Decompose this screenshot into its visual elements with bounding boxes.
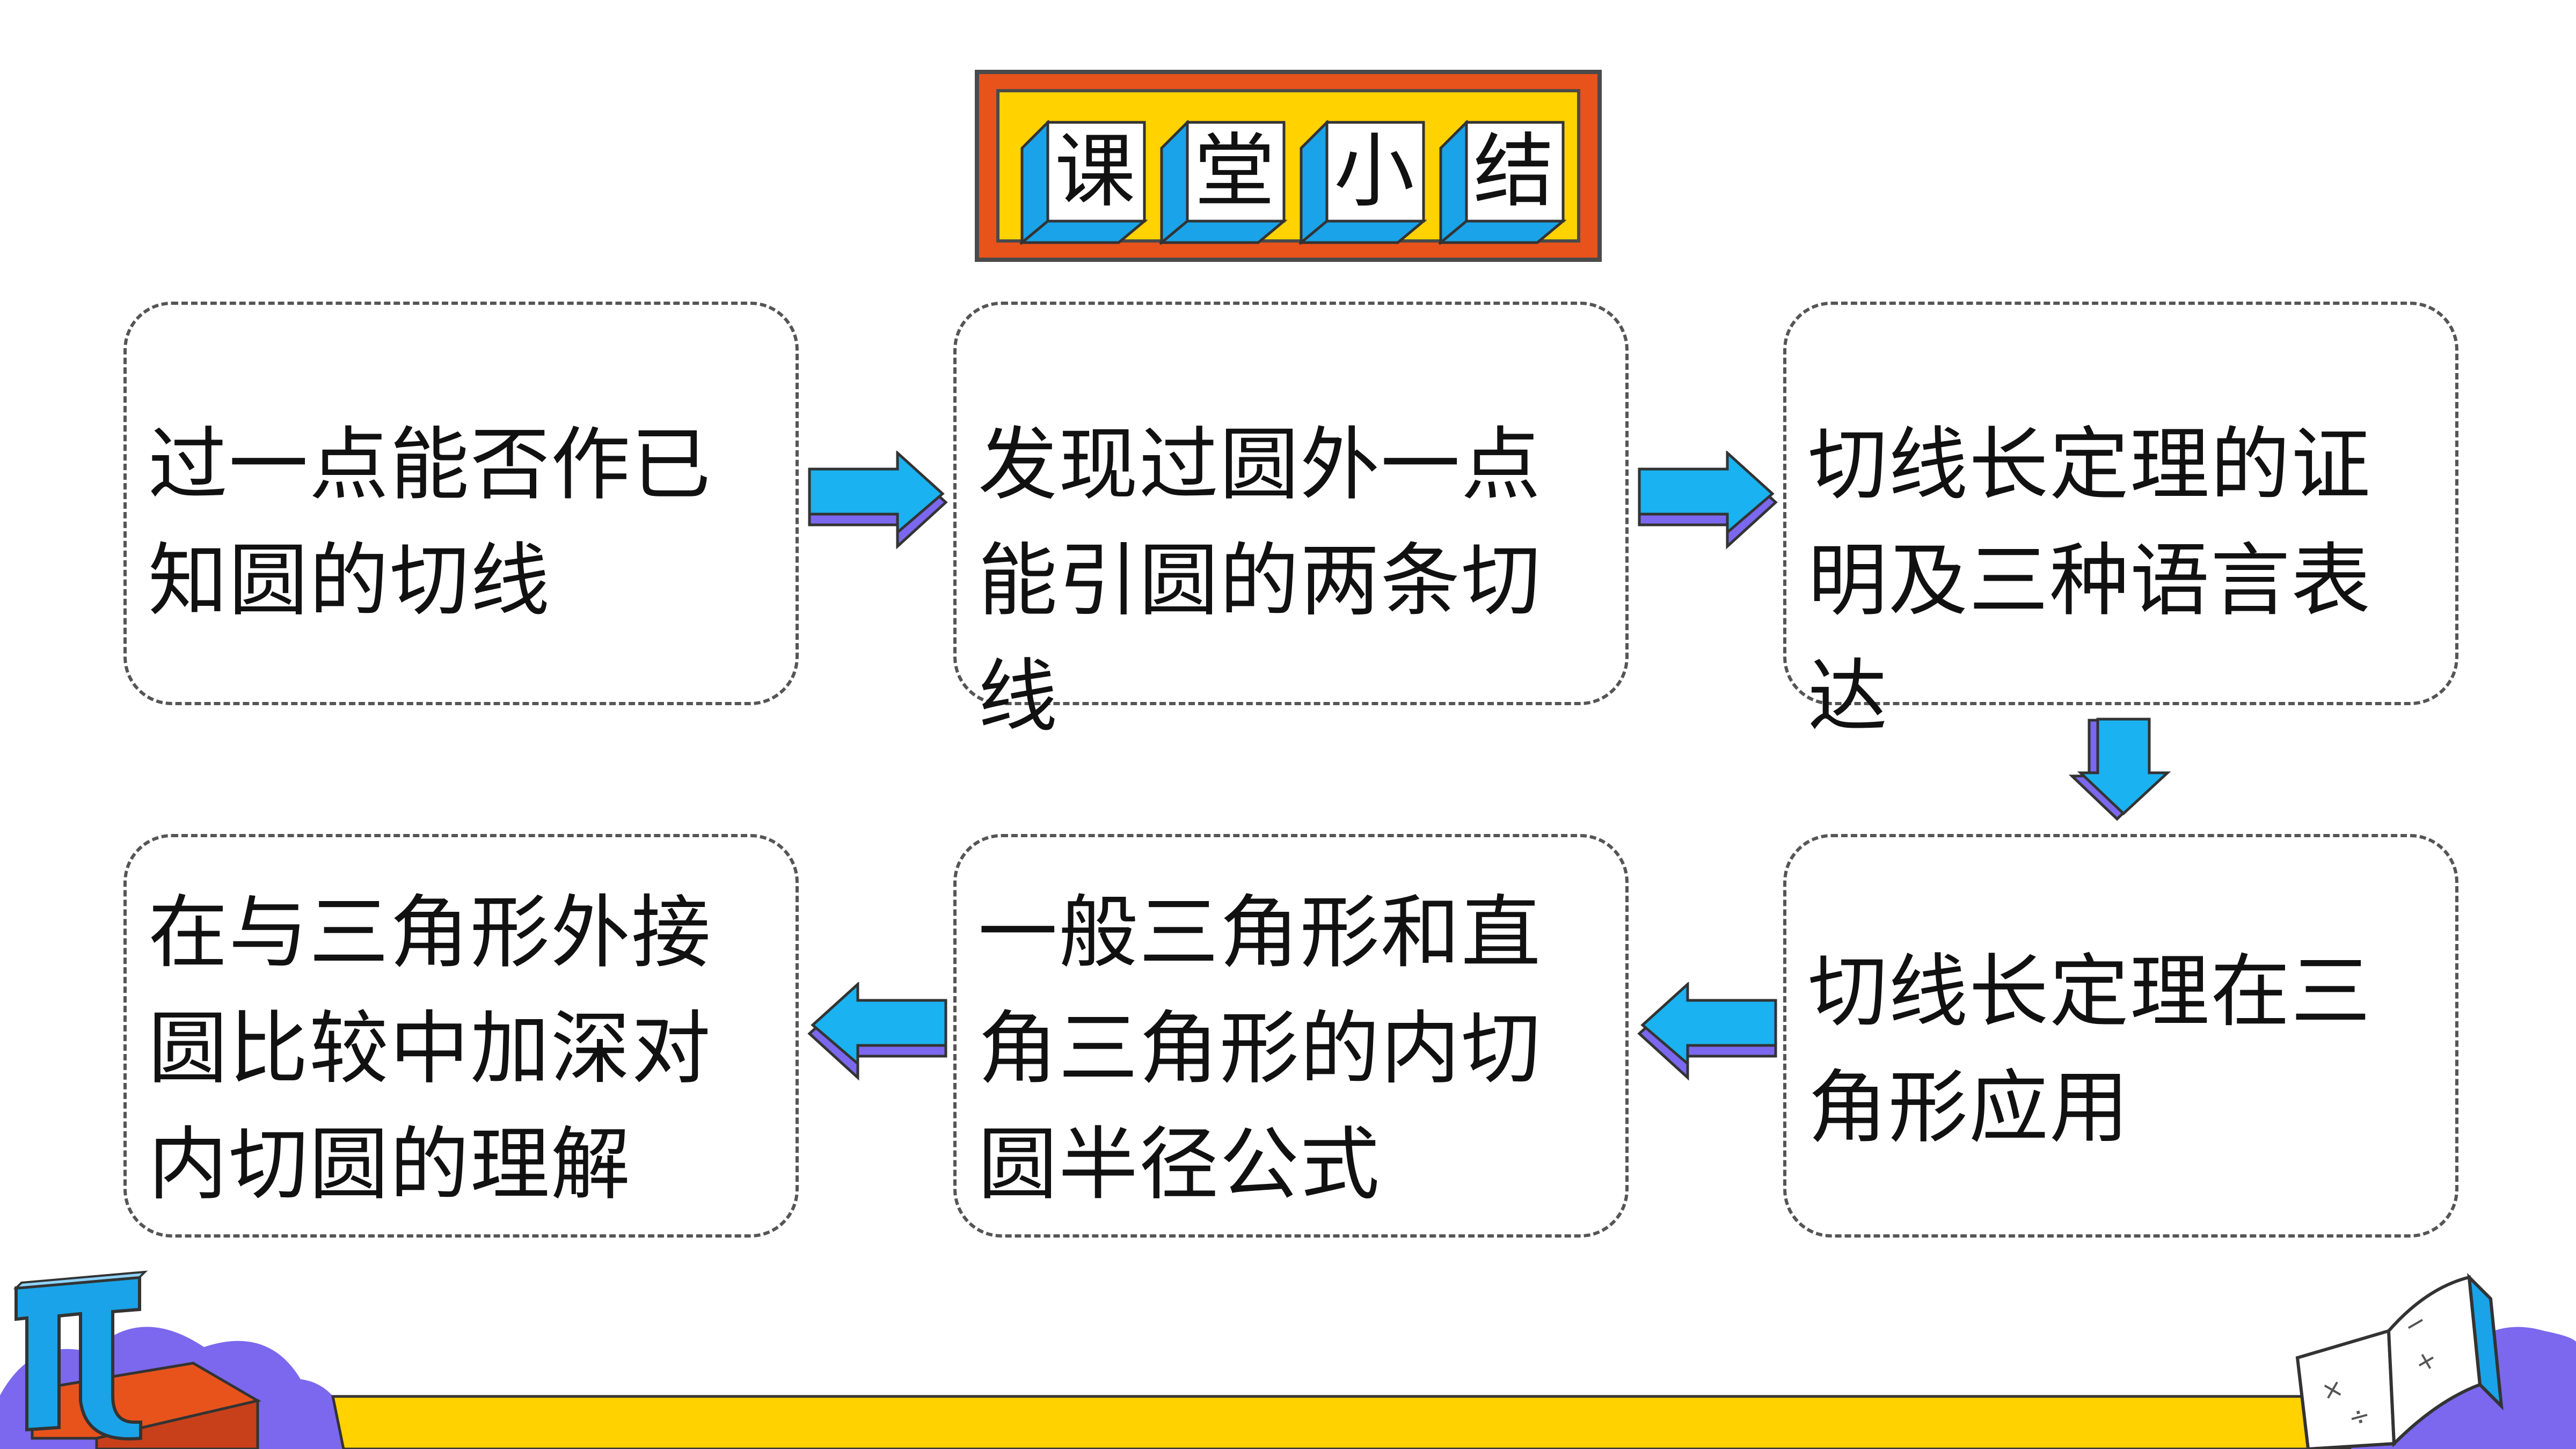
tile-3d-shape-4	[1439, 120, 1566, 245]
open-math-book-icon: × ÷ − +	[2295, 1272, 2504, 1449]
title-char-4: 结	[1473, 125, 1554, 218]
title-banner-inner: 课 堂 小	[996, 89, 1580, 245]
footer-decoration	[0, 1327, 2576, 1449]
arrow-right-1-icon	[808, 451, 948, 550]
title-char-1: 课	[1054, 125, 1135, 218]
tile-3d-shape-2	[1159, 120, 1287, 245]
arrow-left-1-icon	[1637, 982, 1777, 1081]
flow-step-5: 一般三角形和直角三角形的内切圆半径公式	[953, 834, 1629, 1238]
title-char-3: 小	[1333, 125, 1414, 218]
title-char-2: 堂	[1194, 125, 1275, 218]
title-tile-4: 结	[1439, 120, 1566, 245]
arrow-down-icon	[2068, 718, 2171, 821]
title-tile-3: 小	[1299, 120, 1427, 245]
flow-step-5-text: 一般三角形和直角三角形的内切圆半径公式	[978, 887, 1542, 1211]
flow-step-2: 发现过圆外一点能引圆的两条切线	[953, 302, 1629, 743]
title-banner: 课 堂 小	[975, 70, 1602, 262]
flow-step-4-text: 切线长定理在三角形应用	[1808, 946, 2371, 1154]
flow-step-6-text: 在与三角形外接圆比较中加深对内切圆的理解	[148, 887, 712, 1211]
tile-3d-shape-1	[1020, 120, 1148, 245]
pi-symbol-icon	[13, 1270, 261, 1449]
title-tile-2: 堂	[1159, 120, 1287, 245]
flow-step-6: 在与三角形外接圆比较中加深对内切圆的理解	[123, 834, 799, 1238]
arrow-right-2-icon	[1638, 451, 1778, 550]
tile-3d-shape-3	[1299, 120, 1427, 245]
flow-step-1-text: 过一点能否作已知圆的切线	[148, 419, 712, 627]
arrow-left-2-icon	[807, 982, 947, 1081]
footer-yellow-stripe	[331, 1395, 2364, 1449]
flow-step-1: 过一点能否作已知圆的切线	[123, 302, 799, 705]
flow-step-2-text: 发现过圆外一点能引圆的两条切线	[978, 419, 1542, 743]
flow-step-3-text: 切线长定理的证明及三种语言表达	[1808, 419, 2371, 743]
flow-step-3: 切线长定理的证明及三种语言表达	[1783, 302, 2458, 743]
title-tile-1: 课	[1020, 120, 1148, 245]
flow-step-4: 切线长定理在三角形应用	[1783, 834, 2458, 1238]
